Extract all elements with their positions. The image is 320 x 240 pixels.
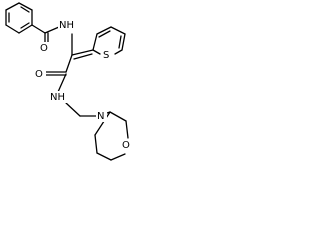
bond (121, 33, 126, 51)
double-bond-inner (20, 22, 30, 29)
atom-labels: O NH S O NH N O (34, 19, 133, 151)
bond (18, 24, 33, 34)
amide-carbonyl (44, 71, 67, 93)
double-bond-inner (118, 35, 122, 49)
bond (92, 33, 98, 51)
bond (114, 49, 123, 55)
bond (94, 134, 98, 154)
bond (18, 2, 33, 11)
bond (94, 111, 111, 136)
bond (5, 24, 20, 34)
molecule-structure-diagram: O NH S O NH N O (5, 2, 133, 161)
morpholine-oxygen-label: O (122, 140, 130, 151)
bond (125, 120, 129, 139)
bond (5, 2, 20, 11)
bond (109, 111, 127, 122)
alkene-double-bond (73, 53, 93, 60)
bond (31, 24, 46, 34)
bond (44, 26, 60, 34)
vinyl-group (65, 33, 94, 73)
bond (57, 73, 67, 93)
ethyl-linker (65, 102, 99, 117)
bond (110, 153, 126, 161)
bond (65, 102, 81, 117)
benzoyl-group (31, 24, 60, 45)
amide-nitrogen-label: NH (50, 92, 65, 103)
double-bond-inner (20, 6, 30, 13)
thiophene-sulfur-label: S (103, 50, 109, 61)
bond (96, 152, 112, 161)
carbonyl-oxygen-label: O (40, 43, 48, 54)
bond (96, 26, 112, 35)
bond (65, 54, 73, 73)
morpholine-nitrogen-label: N (97, 111, 104, 122)
thiophene-ring (92, 26, 126, 55)
carbonyl-oxygen-label: O (35, 69, 43, 80)
amide-nitrogen-label: NH (59, 20, 74, 31)
bond (110, 26, 126, 35)
double-bond-inner (98, 30, 111, 38)
bond (92, 49, 101, 55)
benzene-ring (5, 2, 33, 34)
alkene-double-bond (71, 49, 94, 56)
